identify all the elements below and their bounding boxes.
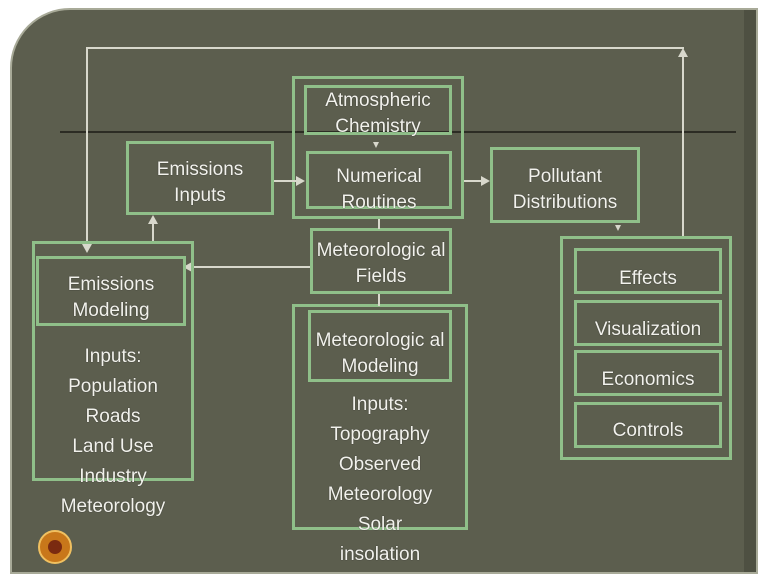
met-input-5: insolation xyxy=(339,544,421,565)
emissions-input-1: Population xyxy=(68,376,158,397)
meteorological-modeling-box xyxy=(308,310,452,382)
modeling-to-inputs-arrow xyxy=(148,215,158,224)
emissions-input-3: Land Use xyxy=(72,436,154,457)
output-economics-box xyxy=(574,350,722,396)
emissions-input-2: Roads xyxy=(85,406,141,427)
inputs-to-routines-arrow xyxy=(296,176,305,186)
meteorological-modeling-inputs: Inputs: Topography Observed Meteorology … xyxy=(308,390,452,570)
met-input-3: Meteorology xyxy=(327,484,433,505)
meteorological-modeling-frame xyxy=(292,304,468,530)
feedback-line-left xyxy=(86,47,88,247)
emissions-modeling-frame xyxy=(32,241,194,481)
output-controls-label: Controls xyxy=(612,420,684,441)
met-input-2: Observed xyxy=(338,454,422,475)
emissions-modeling-label: Emissions Modeling xyxy=(67,274,155,321)
numerical-routines-label: Numerical Routines xyxy=(336,166,422,213)
modeling-to-fields-line xyxy=(378,294,380,306)
feedback-arrow-down xyxy=(82,244,92,253)
output-effects-box xyxy=(574,248,722,294)
met-input-0: Inputs: xyxy=(351,394,409,415)
output-effects-label: Effects xyxy=(619,268,677,289)
modeling-to-inputs-line xyxy=(152,223,154,241)
institute-logo xyxy=(38,530,72,564)
inputs-to-routines-line xyxy=(274,180,300,182)
pollutant-distributions-box xyxy=(490,147,640,223)
emissions-inputs-label: Emissions Inputs xyxy=(156,159,244,206)
emissions-inputs-box xyxy=(126,141,274,215)
output-economics-label: Economics xyxy=(601,369,695,390)
meteorological-modeling-label: Meteorologic al Modeling xyxy=(315,330,445,377)
feedback-arrow-up xyxy=(678,48,688,57)
emissions-input-0: Inputs: xyxy=(84,346,142,367)
emissions-input-5: Meteorology xyxy=(60,496,166,517)
output-visualization-label: Visualization xyxy=(594,319,702,340)
numerical-routines-box xyxy=(306,151,452,209)
pollutant-to-outputs-arrow xyxy=(615,225,621,231)
routines-to-pollutant-line xyxy=(464,180,484,182)
chemistry-core-frame xyxy=(292,76,464,219)
emissions-input-4: Industry xyxy=(79,466,147,487)
meteorological-fields-label: Meteorologic al Fields xyxy=(316,240,446,287)
chem-to-routines-arrow xyxy=(373,142,379,148)
pollutant-distributions-label: Pollutant Distributions xyxy=(512,166,618,213)
outputs-frame xyxy=(560,236,732,460)
emissions-modeling-box xyxy=(36,256,186,326)
met-input-4: Solar xyxy=(357,514,403,535)
fields-to-emissions-arrow xyxy=(183,262,192,272)
fields-to-routines-line xyxy=(378,219,380,229)
atmospheric-chemistry-label: Atmospheric Chemistry xyxy=(325,90,431,137)
output-visualization-box xyxy=(574,300,722,346)
emissions-modeling-inputs: Inputs: Population Roads Land Use Indust… xyxy=(42,342,184,522)
slide: Atmospheric Chemistry Numerical Routines… xyxy=(10,8,758,574)
atmospheric-chemistry-box xyxy=(304,85,452,135)
meteorological-fields-box xyxy=(310,228,452,294)
fields-to-emissions-line xyxy=(192,266,310,268)
met-input-1: Topography xyxy=(330,424,430,445)
feedback-line-right xyxy=(682,56,684,236)
output-controls-box xyxy=(574,402,722,448)
feedback-line-top xyxy=(86,47,684,49)
routines-to-pollutant-arrow xyxy=(481,176,490,186)
